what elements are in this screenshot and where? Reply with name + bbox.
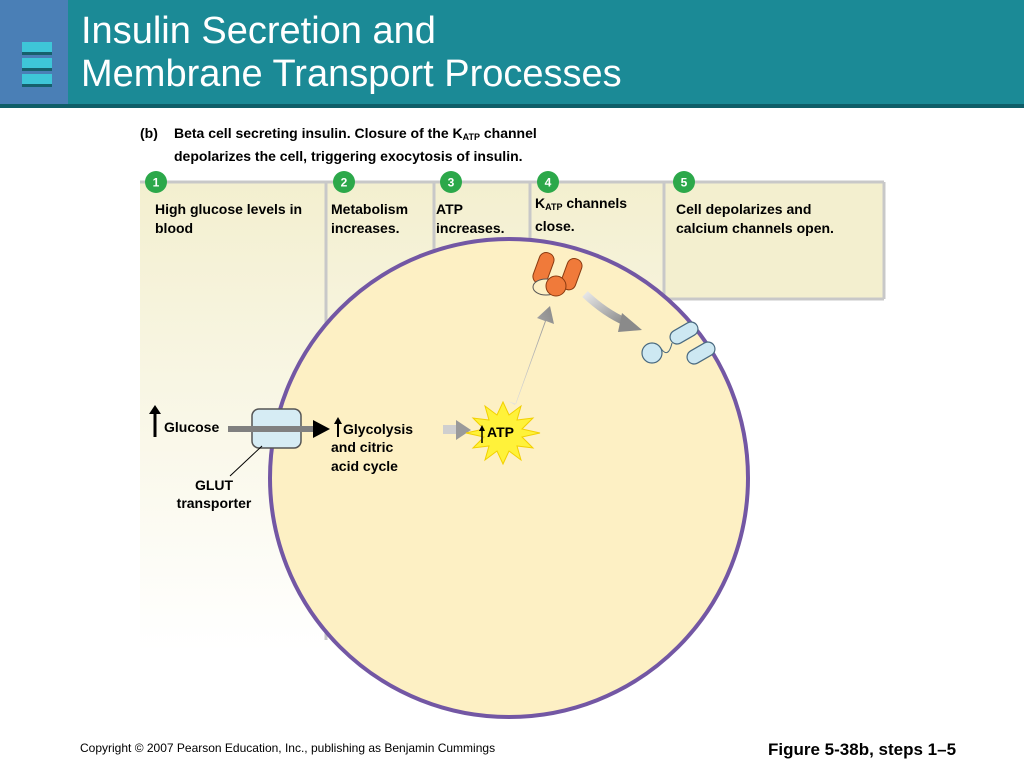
caption-text: Beta cell secreting insulin. Closure of … — [174, 124, 614, 166]
step-number-1: 1 — [153, 176, 160, 190]
logo-bar — [22, 42, 52, 55]
glut-label-line-2: transporter — [177, 495, 252, 511]
burst-icon — [465, 400, 541, 466]
step-number-4: 4 — [545, 176, 552, 190]
step-4-text-part-2: channels close. — [535, 195, 628, 234]
logo-bar — [22, 74, 52, 87]
beta-cell — [268, 237, 750, 719]
step-number-2: 2 — [341, 176, 348, 190]
atp-label: ATP — [487, 424, 514, 440]
katp-channel-icon — [532, 252, 583, 297]
caption-label: (b) — [140, 125, 158, 141]
flow-arrow-icon — [443, 420, 471, 440]
caption-subscript: ATP — [462, 132, 480, 142]
step-badge-4: 4 — [537, 171, 559, 193]
glucose-label: Glucose — [164, 419, 219, 435]
title-line-1: Insulin Secretion and — [81, 10, 436, 52]
flow-arrow-icon — [508, 306, 554, 405]
step-1-text: High glucose levels in blood — [155, 201, 303, 236]
step-3-text: ATP increases. — [436, 201, 505, 236]
header-band: Insulin Secretion and Membrane Transport… — [0, 0, 1024, 106]
step-badge-3: 3 — [440, 171, 462, 193]
step-badge-2: 2 — [333, 171, 355, 193]
step-badge-1: 1 — [145, 171, 167, 193]
step-badge-5: 5 — [673, 171, 695, 193]
step-4-subscript: ATP — [545, 202, 563, 212]
title-line-2: Membrane Transport Processes — [81, 53, 622, 95]
slide-title: Insulin Secretion and Membrane Transport… — [81, 10, 622, 96]
glycolysis-label-line-1: Glycolysis — [343, 421, 413, 437]
step-5-text: Cell depolarizes and calcium channels op… — [676, 201, 834, 236]
step-4-text: KATP channels close. — [535, 194, 661, 236]
flow-arrow-icon — [313, 420, 330, 438]
caption-part-1: Beta cell secreting insulin. Closure of … — [174, 125, 463, 141]
flow-arrow-icon — [582, 291, 642, 332]
figure-label: Figure 5-38b, steps 1–5 — [768, 740, 957, 759]
logo-bar — [22, 58, 52, 71]
copyright-text: Copyright © 2007 Pearson Education, Inc.… — [80, 741, 496, 755]
increase-arrow-icon — [149, 405, 161, 437]
header-rule — [0, 104, 1024, 108]
glycolysis-label-line-3: acid cycle — [331, 458, 398, 474]
glycolysis-label-line-2: and citric — [331, 439, 393, 455]
logo-icon — [0, 0, 68, 106]
caption-part-2: channel depolarizes the cell, triggering… — [174, 125, 537, 164]
panel-step-5 — [664, 181, 884, 299]
step-number-5: 5 — [681, 176, 688, 190]
glut-transporter — [228, 408, 330, 477]
step-number-3: 3 — [448, 176, 455, 190]
glut-label-line-1: GLUT — [195, 477, 234, 493]
increase-arrow-icon — [334, 417, 342, 437]
step-4-text-part-1: K — [535, 195, 546, 211]
step-2-text: Metabolism increases. — [331, 201, 409, 236]
calcium-channel-icon — [641, 321, 716, 365]
